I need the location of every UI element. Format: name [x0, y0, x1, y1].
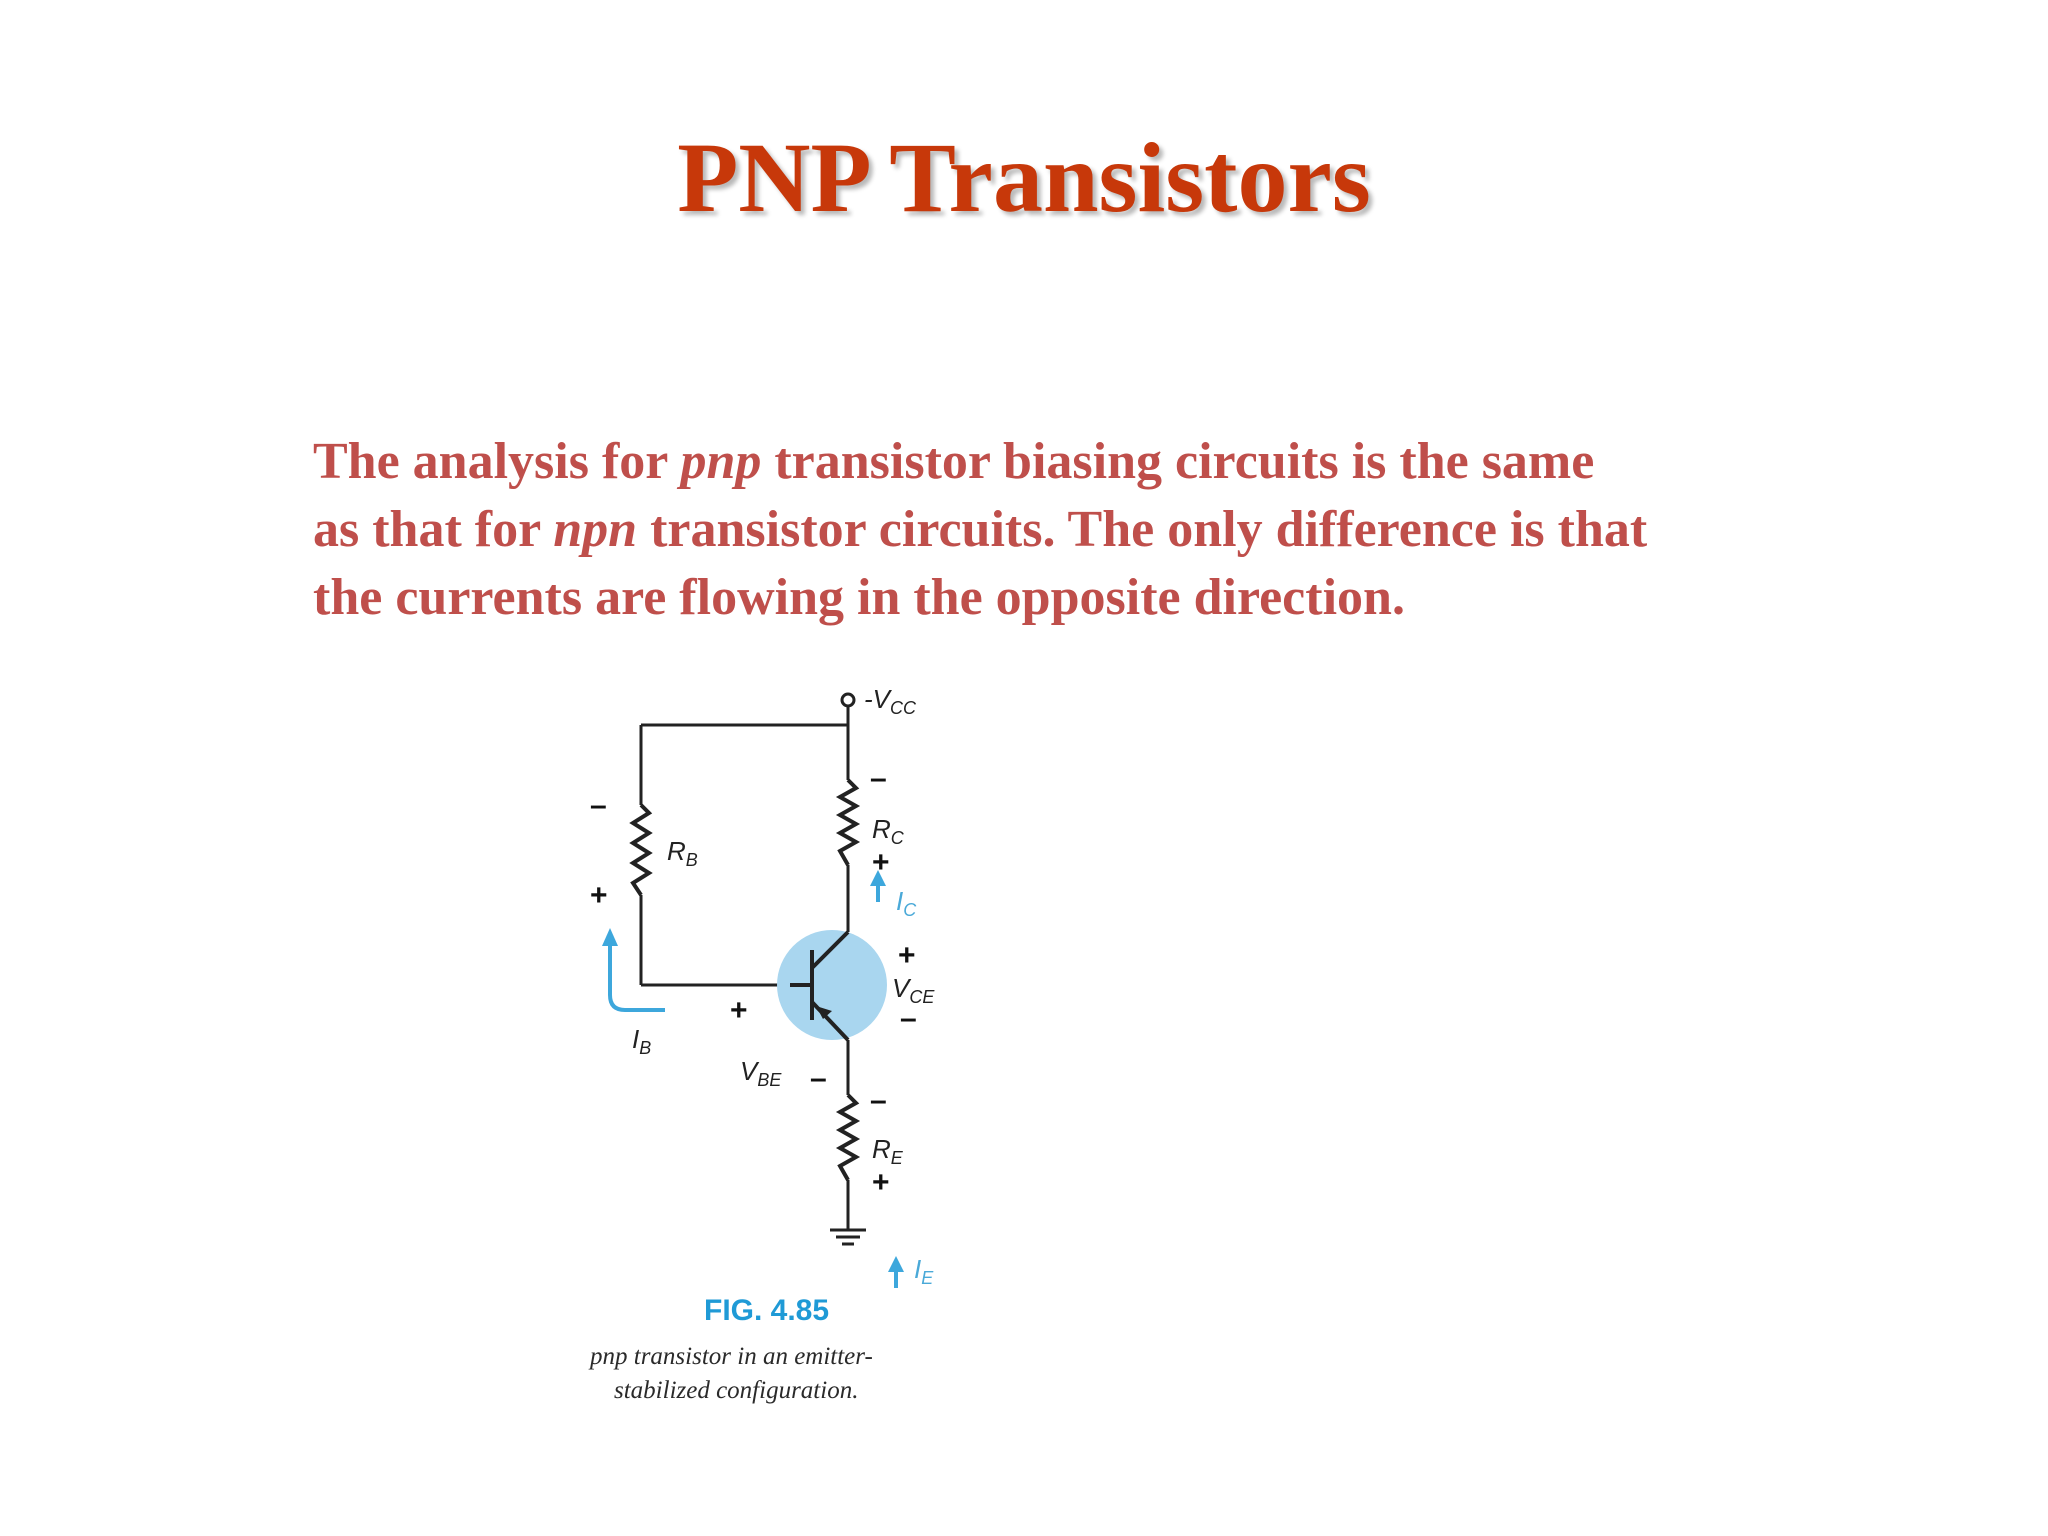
rb-minus-sign: –: [590, 789, 607, 822]
ic-arrow-icon: [870, 870, 886, 886]
vce-label: VCE: [892, 973, 935, 1007]
transistor-circle: [777, 930, 887, 1040]
re-plus-sign: +: [872, 1166, 890, 1199]
circuit-wires: [639, 723, 850, 1230]
ground-symbol: [830, 1228, 866, 1246]
rc-resistor: [835, 778, 861, 866]
body-line2-a: as that for: [313, 501, 554, 558]
body-line1-b: transistor biasing circuits is the same: [761, 433, 1595, 490]
vbe-minus-sign: –: [810, 1062, 827, 1095]
transistor-collector-lead: [810, 930, 850, 970]
circuit-figure: -VCC – + RB – RC + IC + VCE – IB + VBE –…: [570, 670, 990, 1440]
circuit-diagram: -VCC – + RB – RC + IC + VCE – IB + VBE –…: [588, 684, 935, 1404]
vbe-label: VBE: [740, 1056, 782, 1090]
ie-label: IE: [914, 1254, 934, 1288]
figure-caption-line2: stabilized configuration.: [614, 1377, 858, 1404]
rb-resistor: [629, 803, 653, 897]
emitter-arrow-icon: [816, 1006, 832, 1019]
figure-caption-line1: pnp transistor in an emitter-: [588, 1343, 873, 1370]
vce-plus-sign: +: [898, 939, 916, 972]
ib-arrow-icon: [602, 928, 618, 946]
body-line1-a: The analysis for: [313, 433, 681, 490]
body-line2-b: transistor circuits. The only difference…: [637, 501, 1648, 558]
ie-arrow-icon: [888, 1256, 904, 1272]
rc-label: RC: [872, 814, 905, 848]
ib-label: IB: [632, 1024, 651, 1058]
body-line3: the currents are flowing in the opposite…: [313, 569, 1405, 626]
re-resistor: [835, 1093, 861, 1181]
rc-plus-sign: +: [872, 846, 890, 879]
re-label: RE: [872, 1134, 904, 1168]
supply-label: -VCC: [864, 684, 917, 718]
figure-caption-title: FIG. 4.85: [704, 1294, 829, 1327]
slide-title: PNP Transistors: [677, 122, 1371, 233]
body-line1-em: pnp: [680, 433, 762, 490]
rb-plus-sign: +: [590, 879, 608, 912]
ic-label: IC: [896, 886, 917, 920]
slide-body-text: The analysis for pnp transistor biasing …: [313, 428, 1833, 632]
rc-minus-sign: –: [870, 762, 887, 795]
vbe-plus-sign: +: [730, 994, 748, 1027]
supply-terminal: [840, 692, 856, 708]
body-line2-em: npn: [553, 501, 638, 558]
rb-label: RB: [667, 836, 698, 870]
re-minus-sign: –: [870, 1084, 887, 1117]
ib-arrow-path: [608, 945, 665, 1012]
vce-minus-sign: –: [900, 1002, 917, 1035]
